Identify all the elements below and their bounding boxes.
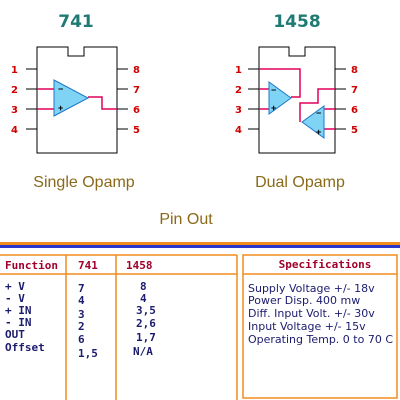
specification-line: Diff. Input Volt. +/- 30v	[248, 307, 375, 320]
wire-amp-a-output	[259, 68, 301, 98]
inverting-sign: −	[58, 84, 63, 94]
specifications-header: Specifications	[279, 258, 372, 271]
specification-line: Supply Voltage +/- 18v	[248, 282, 375, 295]
table-header: 1458	[126, 259, 153, 272]
pin-number: 5	[133, 125, 140, 136]
table-cell: 8	[140, 280, 147, 293]
chip-741-caption: Single Opamp	[33, 174, 134, 191]
table-cell: OUT	[5, 328, 25, 341]
pin-number: 3	[235, 105, 242, 116]
pin-number: 6	[351, 105, 358, 116]
table-header: 741	[78, 259, 98, 272]
table-cell: - V	[5, 292, 25, 305]
table-cell: 2,6	[136, 317, 156, 330]
table-cell: N/A	[133, 345, 153, 358]
noninverting-sign: +	[316, 127, 321, 137]
divider-orange	[0, 242, 400, 245]
chip-1458-title: 1458	[273, 12, 320, 32]
specifications-box: Specifications Supply Voltage +/- 18v Po…	[242, 254, 398, 399]
table-cell: + V	[5, 280, 25, 293]
table-cell: 7	[78, 282, 85, 295]
pin-number: 2	[235, 85, 242, 96]
pin-number: 8	[133, 65, 140, 76]
specification-line: Input Voltage +/- 15v	[248, 320, 366, 333]
pinout-label: Pin Out	[159, 211, 213, 228]
pin-number: 3	[11, 105, 18, 116]
specification-line: Operating Temp. 0 to 70 C	[248, 333, 393, 346]
table-cell: - IN	[5, 316, 32, 329]
chip-741-title: 741	[58, 12, 94, 32]
table-cell: 4	[78, 294, 85, 307]
table-cell: 4	[140, 292, 147, 305]
pin-number: 7	[351, 85, 358, 96]
noninverting-sign: +	[58, 103, 63, 113]
opamp-a-symbol	[268, 81, 292, 115]
pin-number: 8	[351, 65, 358, 76]
table-cell: 3,5	[136, 304, 156, 317]
wire-output	[88, 96, 117, 110]
wire-amp-b-output	[299, 88, 335, 122]
chip-1458: 1458 − + − +	[235, 12, 358, 191]
pin-number: 1	[11, 65, 18, 76]
table-cell: 6	[78, 333, 85, 346]
table-cell: 1,7	[136, 331, 156, 344]
pin-number: 5	[351, 125, 358, 136]
pin-number: 2	[11, 85, 18, 96]
divider-blue	[0, 245, 400, 248]
opamp-b-symbol	[301, 105, 325, 139]
pin-number: 6	[133, 105, 140, 116]
noninverting-sign: +	[271, 103, 276, 113]
table-cell: 1,5	[78, 347, 98, 360]
pin-table: Function 741 1458 + V 7 8 - V 4 4 + IN 3…	[0, 254, 238, 400]
table-cell: 3	[78, 308, 85, 321]
pin-number: 1	[235, 65, 242, 76]
pin-number: 4	[235, 125, 242, 136]
table-cell: + IN	[5, 304, 32, 317]
specifications-border	[242, 254, 398, 399]
table-header: Function	[5, 259, 58, 272]
specification-line: Power Disp. 400 mw	[248, 294, 360, 307]
pin-number: 4	[11, 125, 18, 136]
inverting-sign: −	[271, 85, 276, 95]
pin-number: 7	[133, 85, 140, 96]
opamp-symbol	[53, 79, 90, 117]
chip-741: 741 − + 1 2 3 4 8	[11, 12, 140, 191]
table-cell: 2	[78, 320, 85, 333]
table-cell: Offset	[5, 341, 45, 354]
chip-1458-caption: Dual Opamp	[255, 174, 345, 191]
inverting-sign: −	[316, 108, 321, 118]
